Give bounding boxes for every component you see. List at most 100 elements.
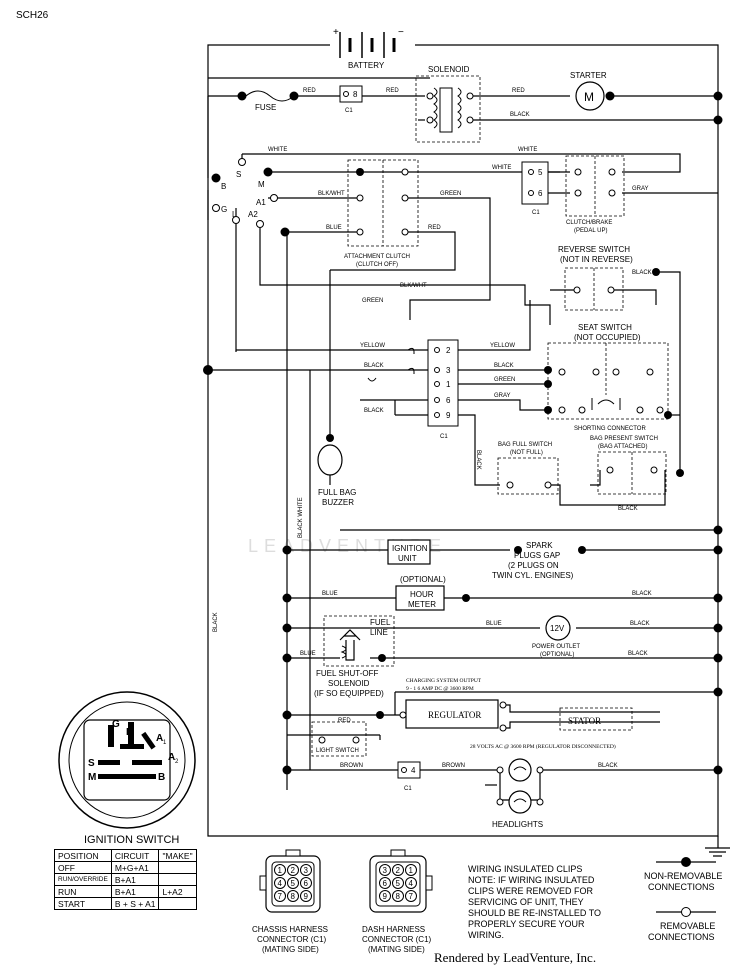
ign-row-make [158,897,197,910]
bag-present-switch: BAG PRESENT SWITCH (BAG ATTACHED) BLACK [590,436,684,512]
hour-meter: (OPTIONAL) HOUR METER BLUE BLACK [282,575,652,611]
attachment-clutch-label-1: ATTACHMENT CLUTCH [344,254,410,260]
ign-term-s: S [236,170,241,179]
regulator-label: REGULATOR [428,710,481,720]
ign-face-a1-sub: 1 [163,740,167,746]
solenoid-label: SOLENOID [428,65,470,74]
wire-label-green-1: GREEN [440,191,461,197]
headlights: 4 C1 BROWN BROWN BLACK HEADLIGHTS [282,758,618,829]
connector-pin-number: 4 [409,879,414,888]
power-outlet-note: (OPTIONAL) [540,652,574,658]
connector-pin-socket [405,890,417,902]
ign-row-pos: OFF [54,861,112,874]
connector-pin-socket [379,890,391,902]
ign-row-pos: RUN/OVERRIDE [54,873,112,886]
connector-pin-socket [274,890,286,902]
ign-table-row: RUN/OVERRIDE B+A1 [54,873,197,886]
connector-pin-socket [392,877,404,889]
wire-label-black-3: BLACK [494,363,514,369]
ign-term-l: L [232,210,237,219]
connector-pin-socket [287,877,299,889]
connector-pin-number: 9 [304,892,309,901]
bag-full-label-1: BAG FULL SWITCH [498,442,552,448]
ign-face-m: M [88,772,96,783]
pin-6b: 6 [446,396,451,405]
wire-label-red-fuse: RED [303,88,316,94]
chassis-label-3: (MATING SIDE) [262,945,319,954]
wire-label-white-1: WHITE [268,147,287,153]
c1-label-fuse: C1 [345,108,353,114]
light-switch: RED LIGHT SWITCH [311,718,367,757]
connector-pin-number: 3 [383,866,388,875]
fuel-line-label-2: LINE [370,628,388,637]
wire-label-red-starter: RED [512,88,525,94]
wiring-lines [207,44,730,857]
wire-label-red-ls: RED [338,718,351,724]
starter-symbol: M [584,90,594,104]
reverse-switch-label-2: (NOT IN REVERSE) [560,255,633,264]
hour-meter-label-1: HOUR [410,590,434,599]
ign-term-m: M [258,180,265,189]
wire-label-yellow-2: YELLOW [490,343,515,349]
solenoid: SOLENOID [415,65,481,143]
connector-pin-number: 2 [396,866,401,875]
ign-row-pos: START [54,897,112,910]
ignition-switch-table: POSITION CIRCUIT "MAKE" OFF M+G+A1 RUN/O… [54,849,197,910]
fuel-line-label-1: FUEL [370,618,391,627]
connector-pin-number: 5 [291,879,296,888]
connector-pin-socket [300,890,312,902]
ign-row-circ: B + S + A1 [110,897,160,910]
connector-pin-socket [287,864,299,876]
pin-1: 1 [446,380,451,389]
connector-pin-socket [379,864,391,876]
non-removable-dot-icon [681,857,691,867]
ign-face-l: L [126,727,132,738]
connector-pin-number: 5 [396,879,401,888]
wire-label-red-clutch: RED [428,225,441,231]
ignition-switch-title: IGNITION SWITCH [84,834,179,846]
dash-label-3: (MATING SIDE) [368,945,425,954]
wire-label-white-2: WHITE [518,147,537,153]
ign-row-circ: M+G+A1 [110,861,160,874]
note-line-2: NOTE: IF WIRING INSULATED [468,875,595,885]
bag-present-label-1: BAG PRESENT SWITCH [590,436,658,442]
wire-label-green-3: GREEN [494,377,515,383]
note-line-5: SHOULD BE RE-INSTALLED TO [468,908,601,918]
legend-nonremovable-1: NON-REMOVABLE [644,871,722,881]
spark-label-2: PLUGS GAP [514,551,560,560]
bag-present-label-2: (BAG ATTACHED) [598,444,647,450]
wire-label-black-starter: BLACK [510,112,530,118]
full-bag-buzzer: FULL BAG BUZZER [317,434,356,507]
ign-row-make [158,861,197,874]
regulator: CHARGING SYSTEM OUTPUT 9 - 1 6 AMP DC @ … [282,678,633,750]
spark-label-3: (2 PLUGS ON [508,561,559,570]
removable-dot-icon [681,907,691,917]
wire-label-blue-fs: BLUE [300,651,316,657]
connector-pin-number: 8 [396,892,401,901]
ign-face-a2: A [168,752,175,763]
connector-pin-socket [274,864,286,876]
pin-3: 3 [446,366,451,375]
ign-table-row: START B + S + A1 [54,897,197,910]
clutch-brake-switch: CLUTCH/BRAKE (PEDAL UP) [565,155,625,234]
battery-plus: + [333,27,339,38]
wire-label-black-bag: BLACK [618,506,638,512]
connection-legend: NON-REMOVABLE CONNECTIONS REMOVABLE CONN… [644,857,722,942]
ign-th-position: POSITION [54,849,112,862]
note-line-1: WIRING INSULATED CLIPS [468,864,582,874]
pin-6: 6 [538,189,543,198]
ign-face-s: S [88,758,95,769]
wire-label-black-hl: BLACK [598,763,618,769]
wire-label-yellow-1: YELLOW [360,343,385,349]
buzzer-label-2: BUZZER [322,498,354,507]
footer-credit: Rendered by LeadVenture, Inc. [434,950,597,965]
clutch-brake-label-1: CLUTCH/BRAKE [566,220,612,226]
ign-term-g: G [221,205,227,214]
pin-8: 8 [353,90,358,99]
connector-pin-number: 9 [383,892,388,901]
ign-row-make [158,873,197,886]
connector-pin-number: 6 [304,879,309,888]
wire-label-black-fs: BLACK [628,651,648,657]
fuel-shutoff-label-2: SOLENOID [328,679,370,688]
ignition-unit-label-2: UNIT [398,554,417,563]
